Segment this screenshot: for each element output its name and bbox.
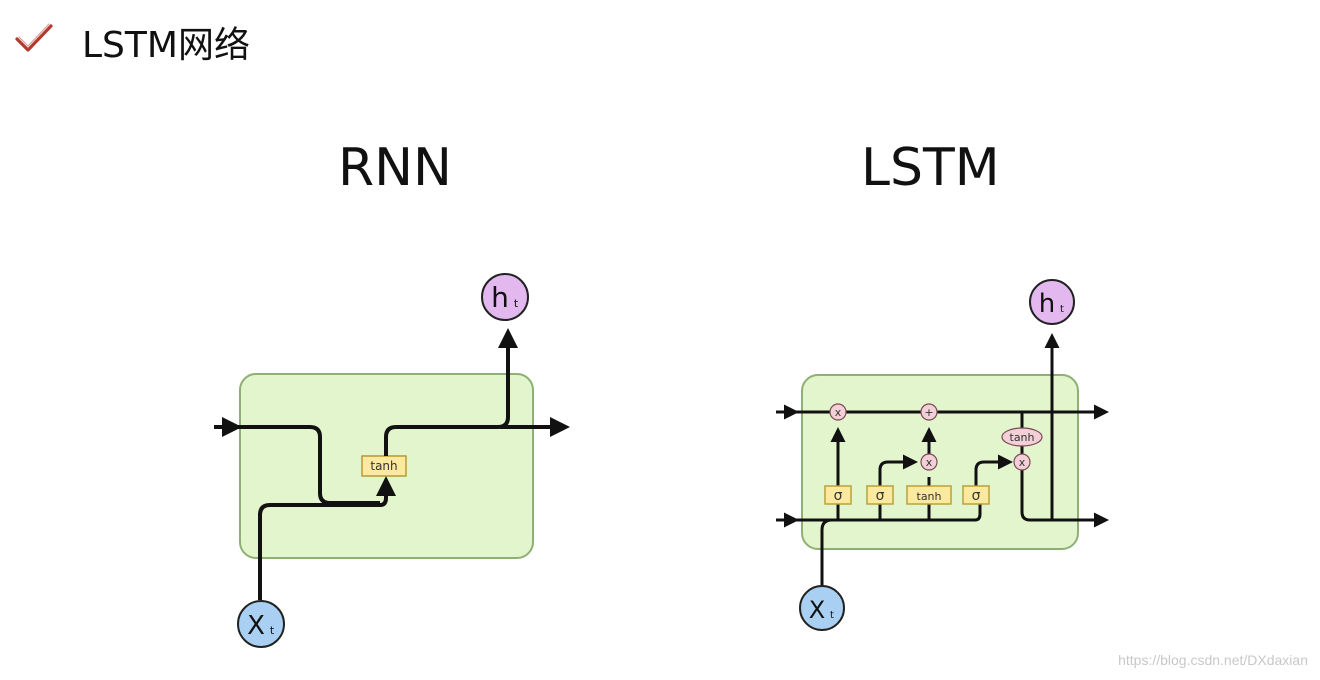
rnn-caption: RNN xyxy=(338,138,452,198)
lstm-op-label: x xyxy=(926,456,933,469)
lstm-op-node xyxy=(920,403,938,421)
rnn-output-sub: t xyxy=(514,297,519,310)
lstm-output-node xyxy=(1029,279,1075,325)
lstm-input-label: X xyxy=(809,596,825,624)
lstm-gate-box xyxy=(962,485,990,505)
lstm-cell-box xyxy=(801,374,1079,550)
checkmark-icon xyxy=(15,23,53,52)
rnn-output-node xyxy=(481,273,529,321)
lstm-cell-tanh-node xyxy=(1001,427,1043,447)
lstm-input-node xyxy=(799,585,845,631)
lstm-op-node xyxy=(829,403,847,421)
lstm-op-label: x xyxy=(835,406,842,419)
lstm-gate-label: σ xyxy=(972,488,981,504)
lstm-input-sub: t xyxy=(830,610,834,621)
lstm-gate-label: σ xyxy=(834,488,843,504)
lstm-caption: LSTM xyxy=(861,138,1000,198)
lstm-output-gate-line xyxy=(974,454,1013,503)
lstm-op-label: x xyxy=(1019,456,1026,469)
lstm-gate-box xyxy=(866,485,894,505)
lstm-mult-to-hidden xyxy=(1020,470,1109,528)
rnn-input-node xyxy=(237,600,285,648)
watermark-text: https://blog.csdn.net/DXdaxian xyxy=(1118,652,1308,668)
rnn-diagram: tanh h t X t xyxy=(214,273,570,648)
rnn-tanh-label: tanh xyxy=(370,459,397,473)
lstm-input-route xyxy=(820,518,833,586)
lstm-gate-label: tanh xyxy=(917,490,942,503)
lstm-op-label: + xyxy=(924,406,933,419)
lstm-hidden-route xyxy=(796,503,982,522)
lstm-gate-label: σ xyxy=(876,488,885,504)
rnn-output-label: h xyxy=(491,281,509,314)
lstm-output-sub: t xyxy=(1060,304,1064,315)
lstm-gate-box xyxy=(824,485,852,505)
rnn-input-label: X xyxy=(247,611,265,641)
lstm-gate-box xyxy=(906,485,952,505)
lstm-op-node xyxy=(920,453,938,471)
lstm-input-gate-line xyxy=(878,454,918,520)
rnn-input-sub: t xyxy=(270,624,275,637)
slide-title: LSTM网络 xyxy=(82,25,250,66)
rnn-input-route xyxy=(258,476,396,600)
lstm-output-label: h xyxy=(1039,289,1055,319)
lstm-diagram: σ σ tanh σ x + x x tanh h t X t xyxy=(776,279,1109,631)
lstm-cell-tanh-label: tanh xyxy=(1010,431,1035,444)
rnn-hidden-route xyxy=(238,425,380,505)
lstm-op-node xyxy=(1013,453,1031,471)
rnn-output-route xyxy=(384,328,518,456)
